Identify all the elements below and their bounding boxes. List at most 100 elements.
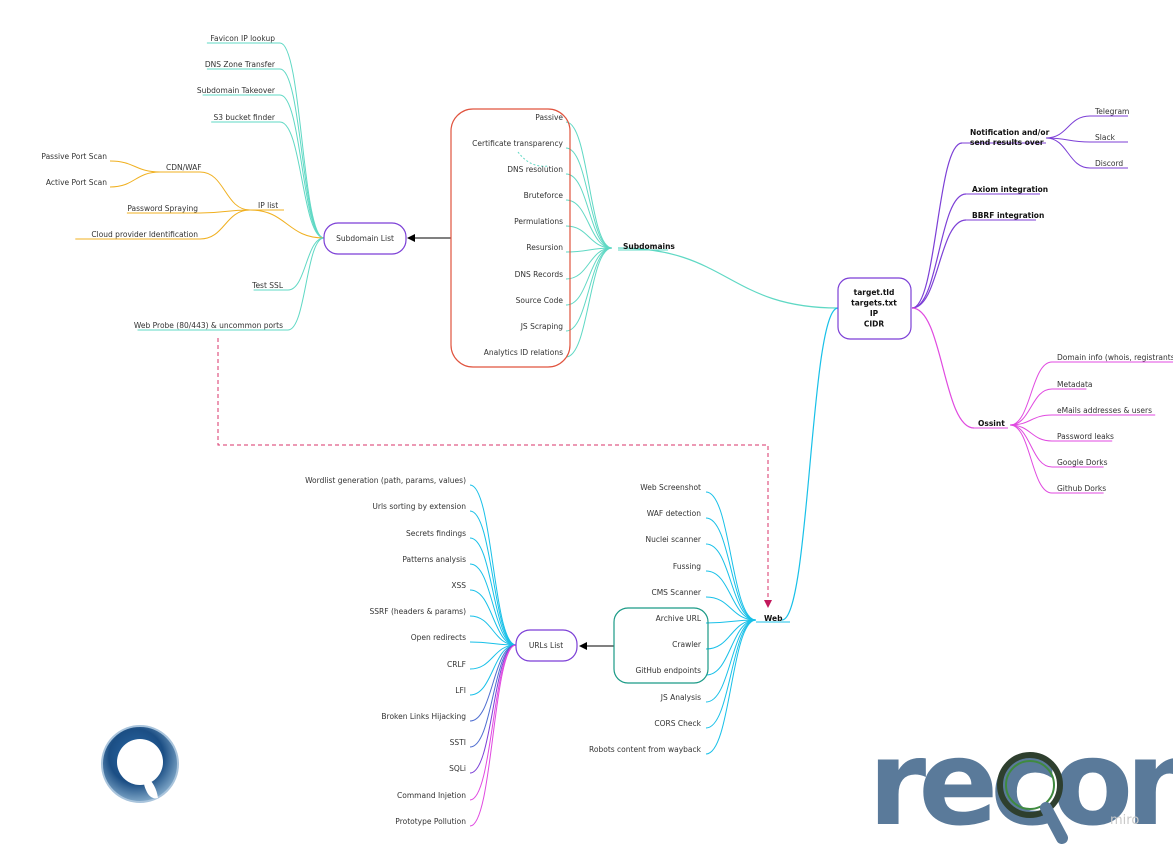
boxes-layer bbox=[323, 108, 912, 684]
edge-url-lfi bbox=[469, 644, 517, 696]
notify-label-line: Notification and/or bbox=[970, 128, 1050, 137]
url-item-command-injetion: Command Injetion bbox=[397, 791, 466, 800]
subdomain-list-node[interactable] bbox=[323, 222, 407, 255]
edge-sub-bruteforce bbox=[565, 199, 613, 249]
web-item-nuclei-scanner: Nuclei scanner bbox=[646, 535, 702, 544]
osint-item-password-leaks: Password leaks bbox=[1057, 432, 1114, 441]
osint-item-emails-addresses-users: eMails addresses & users bbox=[1057, 406, 1152, 415]
url-item-sqli: SQLi bbox=[449, 764, 466, 773]
subdomains-methods-box[interactable] bbox=[450, 108, 571, 368]
edge-cdn-active-port-scan bbox=[109, 171, 161, 188]
edge-url-prototype-pollution bbox=[469, 644, 517, 827]
url-item-broken-links-hijacking: Broken Links Hijacking bbox=[381, 712, 466, 721]
web-item-cors-check: CORS Check bbox=[654, 719, 701, 728]
notify-item-slack: Slack bbox=[1095, 133, 1116, 142]
edge-root-bbrf bbox=[911, 219, 967, 309]
edge-sl-favicon-ip-lookup bbox=[279, 42, 325, 239]
edge-osint-domain-info-whois-registrants bbox=[1009, 361, 1053, 426]
url-item-ssti: SSTI bbox=[450, 738, 466, 747]
edge-web-nuclei-scanner bbox=[705, 543, 757, 621]
edges-layer bbox=[75, 42, 1173, 827]
subdomain-method-js-scraping: JS Scraping bbox=[520, 322, 564, 331]
ip-item-password-spraying: Password Spraying bbox=[127, 204, 198, 213]
subdomain-method-permulations: Permulations bbox=[514, 217, 563, 226]
edge-sub-passive bbox=[565, 121, 613, 249]
edge-url-xss bbox=[469, 589, 517, 646]
edge-osint-google-dorks bbox=[1009, 424, 1053, 468]
sl-item-subdomain-takeover: Subdomain Takeover bbox=[197, 86, 276, 95]
dotted-hint bbox=[517, 151, 549, 167]
edge-url-sqli bbox=[469, 644, 517, 774]
url-item-wordlist-generation-path-params-values: Wordlist generation (path, params, value… bbox=[305, 476, 466, 485]
sl-item-favicon-ip-lookup: Favicon IP lookup bbox=[210, 34, 275, 43]
url-item-ssrf-headers-params: SSRF (headers & params) bbox=[370, 607, 467, 616]
notify-item-telegram: Telegram bbox=[1094, 107, 1129, 116]
edge-url-secrets-findings bbox=[469, 537, 517, 646]
miro-watermark: miro bbox=[1110, 813, 1139, 828]
sl-item-dns-zone-transfer: DNS Zone Transfer bbox=[205, 60, 276, 69]
edge-web-cms-scanner bbox=[705, 596, 757, 621]
cdn-item-passive-port-scan: Passive Port Scan bbox=[41, 152, 107, 161]
edge-root-notify bbox=[911, 142, 963, 309]
sl-item-web-probe-80-443-uncommon-ports: Web Probe (80/443) & uncommon ports bbox=[134, 321, 283, 330]
edge-root-web bbox=[781, 307, 839, 621]
edge-notify-telegram bbox=[1045, 115, 1091, 139]
subdomain-method-dns-records: DNS Records bbox=[515, 270, 563, 279]
logo-wordmark: recon bbox=[868, 714, 1173, 852]
web-label: Web bbox=[764, 614, 783, 623]
subdomain-method-source-code: Source Code bbox=[516, 296, 564, 305]
root-line-target-tld: target.tld bbox=[854, 288, 895, 297]
edge-notify-discord bbox=[1045, 137, 1091, 169]
edge-root-axiom bbox=[911, 193, 967, 309]
edge-web-web-screenshot bbox=[705, 491, 757, 621]
edge-url-patterns-analysis bbox=[469, 563, 517, 646]
edge-ip-cloud-provider-identification bbox=[199, 209, 251, 240]
edge-sl-ip-list bbox=[249, 209, 325, 239]
root-line-targets-txt: targets.txt bbox=[851, 299, 897, 308]
edge-sub-dns-resolution bbox=[565, 173, 613, 249]
url-item-urls-sorting-by-extension: Urls sorting by extension bbox=[372, 502, 466, 511]
osint-label: Ossint bbox=[978, 419, 1005, 428]
url-item-lfi: LFI bbox=[455, 686, 466, 695]
edge-sub-dns-records bbox=[565, 247, 613, 280]
sl-item-s3-bucket-finder: S3 bucket finder bbox=[213, 113, 275, 122]
web-group-box[interactable] bbox=[613, 607, 709, 684]
root-node[interactable] bbox=[837, 277, 912, 340]
edge-sl-dns-zone-transfer bbox=[279, 68, 325, 239]
url-item-secrets-findings: Secrets findings bbox=[406, 529, 466, 538]
edge-osint-github-dorks bbox=[1009, 424, 1053, 494]
edge-url-open-redirects bbox=[469, 641, 517, 646]
subdomain-method-resursion: Resursion bbox=[526, 243, 563, 252]
cdn-item-active-port-scan: Active Port Scan bbox=[46, 178, 107, 187]
sl-item-test-ssl: Test SSL bbox=[251, 281, 284, 290]
subdomain-method-bruteforce: Bruteforce bbox=[524, 191, 564, 200]
web-item-cms-scanner: CMS Scanner bbox=[651, 588, 701, 597]
bbrf-label: BBRF integration bbox=[972, 211, 1044, 220]
url-item-open-redirects: Open redirects bbox=[411, 633, 466, 642]
edge-sub-permulations bbox=[565, 225, 613, 249]
osint-item-domain-info-whois-registrants: Domain info (whois, registrants) bbox=[1057, 353, 1173, 362]
edge-osint-metadata bbox=[1009, 388, 1053, 426]
edge-osint-emails-addresses-users bbox=[1009, 414, 1053, 426]
edge-cdn-passive-port-scan bbox=[109, 160, 161, 173]
web-item-archive-url: Archive URL bbox=[656, 614, 702, 623]
edge-ip-cdn bbox=[199, 171, 251, 211]
web-item-crawler: Crawler bbox=[672, 640, 702, 649]
cdn-waf-label: CDN/WAF bbox=[166, 163, 202, 172]
recon-logo: recon miro bbox=[868, 714, 1173, 852]
notify-label-line: send results over bbox=[970, 138, 1044, 147]
urls-list-node[interactable] bbox=[515, 629, 578, 662]
edge-url-wordlist-generation-path-params-values bbox=[469, 484, 517, 646]
osint-item-github-dorks: Github Dorks bbox=[1057, 484, 1106, 493]
edge-sl-subdomain-takeover bbox=[279, 94, 325, 239]
ip-list-label: IP list bbox=[258, 201, 278, 210]
ip-item-cloud-provider-identification: Cloud provider Identification bbox=[91, 230, 198, 239]
edge-sl-test-ssl bbox=[287, 237, 325, 291]
edge-url-urls-sorting-by-extension bbox=[469, 510, 517, 646]
notify-item-discord: Discord bbox=[1095, 159, 1123, 168]
edge-web-cors-check bbox=[705, 619, 757, 729]
web-item-robots-content-from-wayback: Robots content from wayback bbox=[589, 745, 702, 754]
edge-sub-analytics-id-relations bbox=[565, 247, 613, 358]
edge-sub-certificate-transparency bbox=[565, 147, 613, 249]
osint-item-google-dorks: Google Dorks bbox=[1057, 458, 1108, 467]
